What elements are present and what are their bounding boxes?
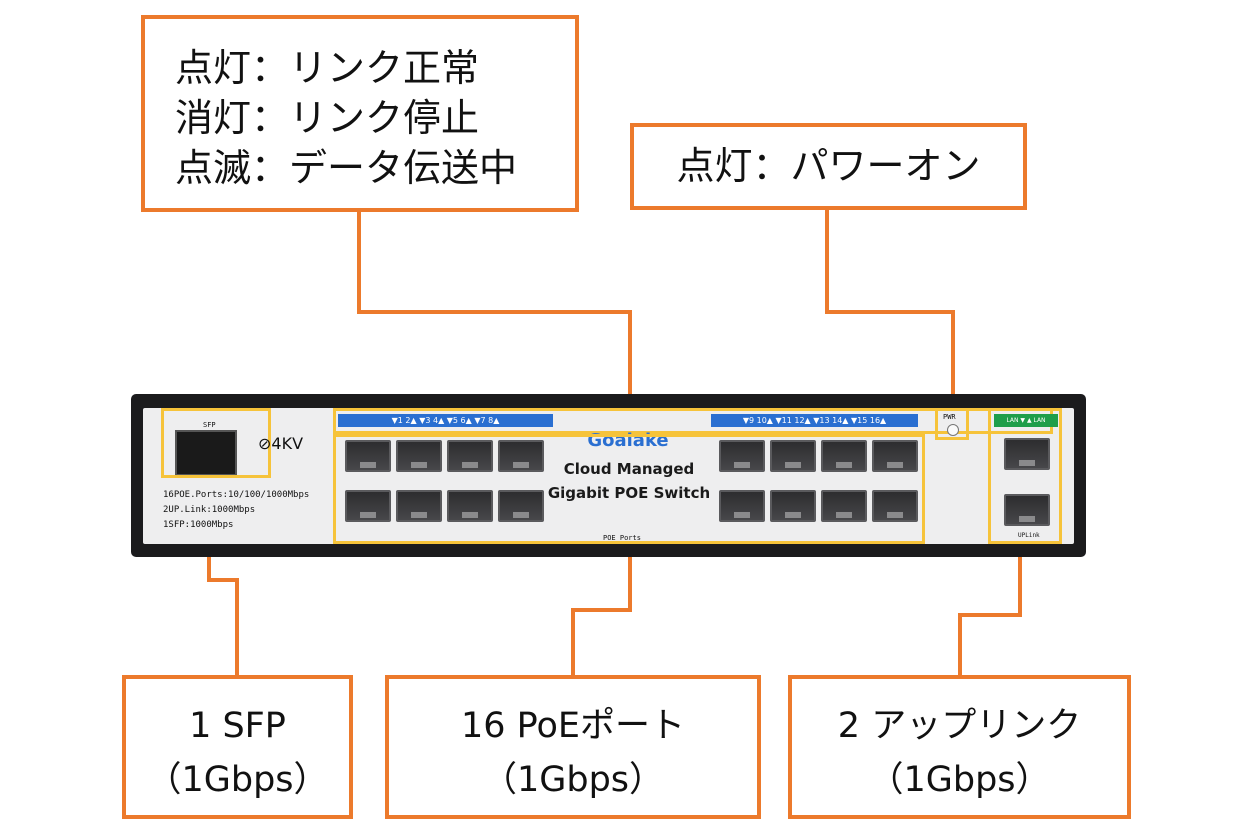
- sfp-highlight: [161, 408, 271, 478]
- poe-ports-label: POE Ports: [603, 534, 641, 542]
- power-led-highlight: [935, 408, 969, 440]
- uplink-callout: 2 アップリンク （1Gbps）: [788, 675, 1131, 819]
- poe-callout-title: 16 PoEポート: [460, 706, 686, 746]
- poe-port-4: [396, 490, 442, 522]
- led-status-line-3: 点滅：データ伝送中: [175, 146, 518, 190]
- led-strip-ports-9-16: ▼9 10▲ ▼11 12▲ ▼13 14▲ ▼15 16▲: [711, 414, 918, 427]
- connector-poe: [571, 543, 632, 675]
- spec-line-1: 16POE.Ports:10/100/1000Mbps: [163, 490, 310, 500]
- sfp-label: SFP: [203, 421, 216, 429]
- model-line-1: Cloud Managed: [563, 460, 695, 478]
- connector-power: [825, 210, 955, 410]
- surge-protection-label: ⊘4KV: [258, 434, 304, 453]
- sfp-callout-speed: （1Gbps）: [146, 760, 329, 800]
- poe-port-7: [498, 440, 544, 472]
- poe-port-11: [770, 440, 816, 472]
- power-led: [947, 424, 959, 436]
- poe-port-16: [872, 490, 918, 522]
- connector-led: [357, 212, 632, 410]
- pwr-label: PWR: [943, 413, 956, 421]
- sfp-callout-title: 1 SFP: [189, 706, 286, 746]
- spec-line-3: 1SFP:1000Mbps: [163, 520, 234, 530]
- poe-ports-highlight: [333, 434, 925, 544]
- connector-uplink: [958, 545, 1022, 675]
- led-strip-ports-1-8: ▼1 2▲ ▼3 4▲ ▼5 6▲ ▼7 8▲: [338, 414, 553, 427]
- poe-port-14: [821, 490, 867, 522]
- uplink-port-1: [1004, 438, 1050, 470]
- poe-port-10: [719, 490, 765, 522]
- sfp-port: [175, 430, 237, 476]
- poe-switch-device: SFP ⊘4KV 16POE.Ports:10/100/1000Mbps 2UP…: [131, 394, 1086, 557]
- poe-callout-speed: （1Gbps）: [481, 760, 665, 800]
- led-status-callout: 点灯：リンク正常 消灯：リンク停止 点滅：データ伝送中: [141, 15, 579, 212]
- switch-front-panel: SFP ⊘4KV 16POE.Ports:10/100/1000Mbps 2UP…: [143, 408, 1074, 544]
- poe-port-1: [345, 440, 391, 472]
- uplink-highlight: [988, 408, 1062, 544]
- poe-ports-callout: 16 PoEポート （1Gbps）: [385, 675, 761, 819]
- spec-line-2: 2UP.Link:1000Mbps: [163, 505, 256, 515]
- uplink-port-2: [1004, 494, 1050, 526]
- uplink-led-strip: LAN ▼ ▲ LAN: [994, 414, 1058, 427]
- poe-port-9: [719, 440, 765, 472]
- poe-port-13: [821, 440, 867, 472]
- uplink-label: UPLink: [1018, 532, 1040, 539]
- power-status-text: 点灯：パワーオン: [676, 144, 981, 188]
- poe-port-12: [770, 490, 816, 522]
- poe-port-8: [498, 490, 544, 522]
- uplink-callout-title: 2 アップリンク: [837, 706, 1082, 746]
- led-status-line-2: 消灯：リンク停止: [175, 96, 480, 140]
- led-status-line-1: 点灯：リンク正常: [175, 46, 480, 90]
- uplink-callout-speed: （1Gbps）: [868, 760, 1051, 800]
- poe-port-15: [872, 440, 918, 472]
- power-callout: 点灯：パワーオン: [630, 123, 1027, 210]
- poe-port-2: [345, 490, 391, 522]
- sfp-callout: 1 SFP （1Gbps）: [122, 675, 353, 819]
- model-line-2: Gigabit POE Switch: [547, 484, 711, 502]
- poe-port-5: [447, 440, 493, 472]
- poe-port-3: [396, 440, 442, 472]
- poe-port-6: [447, 490, 493, 522]
- connector-sfp: [207, 543, 239, 675]
